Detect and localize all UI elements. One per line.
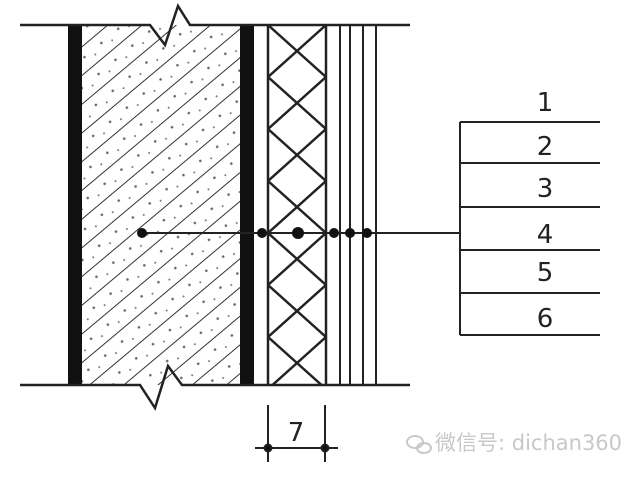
dimension-marker [255,405,338,462]
wechat-icon [406,435,432,454]
leader-line [137,227,460,239]
outer-plaster-layer [240,25,254,385]
layer-label-1: 1 [537,88,554,118]
layer-label-2: 2 [537,132,554,162]
concrete-wall [68,25,254,385]
top-break-line [20,3,410,48]
label-table [459,121,600,336]
inner-plaster-layer [68,25,82,385]
layer-label-4: 4 [537,220,554,250]
layer-label-6: 6 [537,304,554,334]
layer-label-5: 5 [537,258,554,288]
layer-label-3: 3 [537,174,554,204]
insulation-layer [266,25,328,385]
watermark-text: 微信号: dichan360 [435,431,622,455]
dimension-label: 7 [288,418,305,448]
finish-layers [339,25,377,385]
boundary-lines [20,3,410,411]
bottom-break-line [20,363,410,411]
